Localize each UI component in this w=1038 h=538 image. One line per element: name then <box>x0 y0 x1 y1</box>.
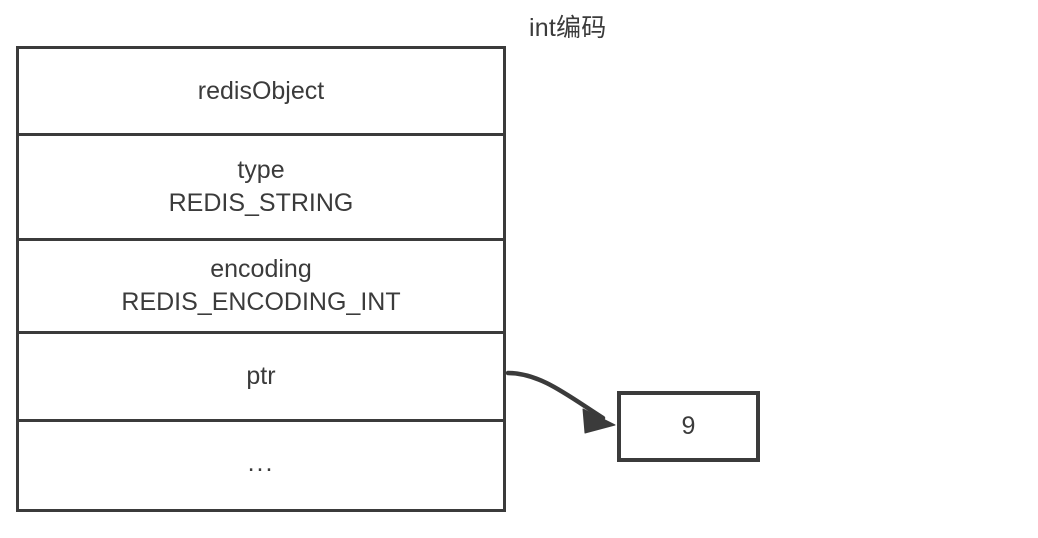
struct-field-encoding-value: REDIS_ENCODING_INT <box>121 288 401 316</box>
struct-header-row: redisObject <box>19 49 503 136</box>
struct-field-encoding-row: encoding REDIS_ENCODING_INT <box>19 241 503 334</box>
value-box: 9 <box>617 391 760 462</box>
struct-field-encoding-key: encoding <box>210 255 312 283</box>
redis-object-struct-box: redisObject type REDIS_STRING encoding R… <box>16 46 506 512</box>
struct-field-type-text: type REDIS_STRING <box>169 154 354 220</box>
value-box-label: 9 <box>681 412 696 440</box>
struct-field-encoding-text: encoding REDIS_ENCODING_INT <box>121 253 400 319</box>
struct-field-ptr-row: ptr <box>19 334 503 422</box>
struct-field-type-key: type <box>237 156 285 184</box>
struct-name-label: redisObject <box>197 76 325 105</box>
struct-field-more-row: ... <box>19 422 503 509</box>
struct-field-ptr-key: ptr <box>246 362 276 390</box>
struct-field-more-key: ... <box>247 449 275 477</box>
struct-field-type-value: REDIS_STRING <box>168 189 354 217</box>
struct-field-type-row: type REDIS_STRING <box>19 136 503 241</box>
diagram-title: int编码 <box>529 14 607 42</box>
ptr-curved-arrow-icon <box>505 370 616 434</box>
